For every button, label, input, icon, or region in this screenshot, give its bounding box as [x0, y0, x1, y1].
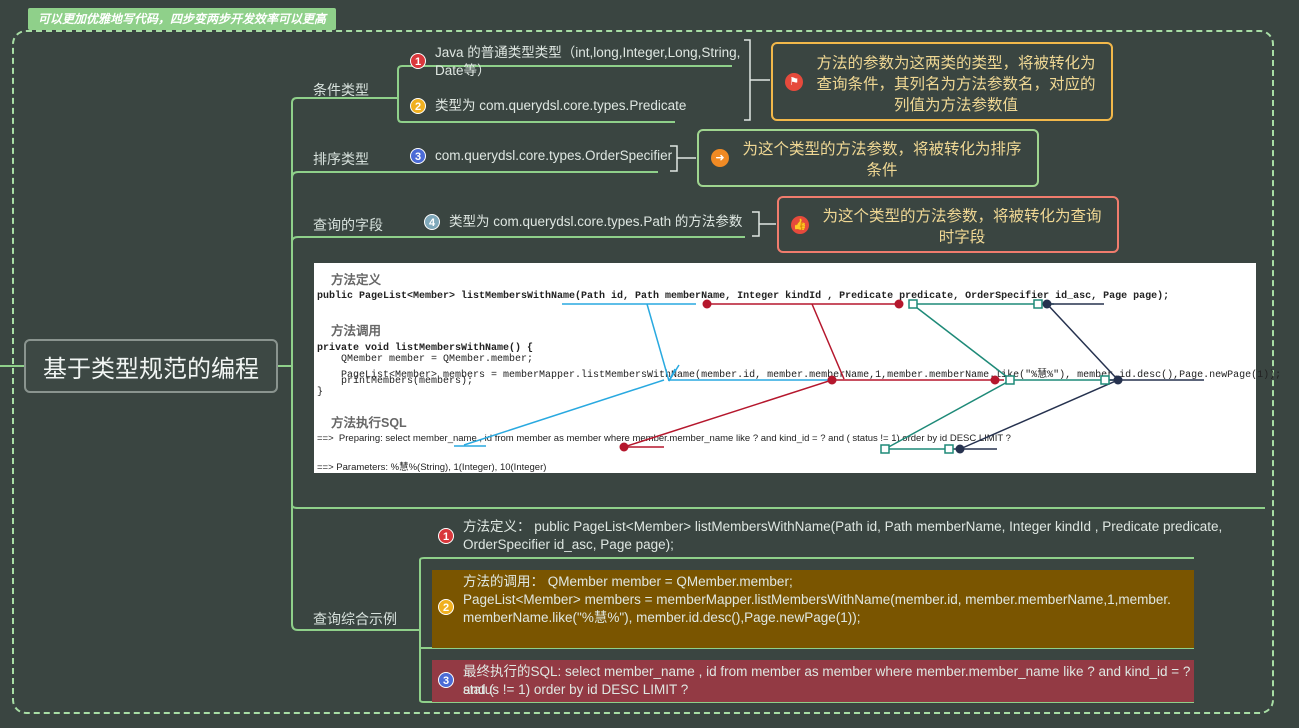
thumbs-up-icon: 👍 [791, 216, 809, 234]
category-example[interactable]: 查询综合示例 [313, 611, 397, 627]
example-call-line: PageList<Member> members = memberMapper.… [463, 592, 1171, 607]
number-badge-1: 1 [438, 528, 454, 544]
example-call-line: 方法的调用： QMember member = QMember.member; [463, 574, 793, 589]
number-badge-3: 3 [410, 148, 426, 164]
root-node[interactable]: 基于类型规范的编程 [24, 339, 278, 393]
code-illustration: 方法定义 public PageList<Member> listMembers… [314, 263, 1281, 473]
number-badge-4: 4 [424, 214, 440, 230]
heading-method-definition: 方法定义 [331, 273, 382, 287]
flag-icon: ⚑ [785, 73, 803, 91]
code-line: PageList<Member> members = memberMapper.… [317, 370, 1282, 381]
code-definition: public PageList<Member> listMembersWithN… [317, 291, 1170, 302]
example-call-box[interactable]: 2 方法的调用： QMember member = QMember.member… [432, 570, 1194, 648]
example-definition[interactable]: 方法定义： public PageList<Member> listMember… [463, 519, 1223, 534]
example-sql-line: 最终执行的SQL: select member_name , id from m… [463, 664, 1191, 697]
note-condition[interactable]: ⚑ 方法的参数为这两类的类型，将被转化为 查询条件，其列名为方法参数名，对应的 … [771, 42, 1113, 121]
item-predicate[interactable]: 类型为 com.querydsl.core.types.Predicate [435, 98, 687, 113]
category-query-field[interactable]: 查询的字段 [313, 217, 383, 233]
code-line: QMember member = QMember.member; [317, 354, 534, 365]
top-tag: 可以更加优雅地写代码，四步变两步开发效率可以更高 [28, 8, 337, 30]
example-call-line: memberName.like("%慧%"), member.id.desc()… [463, 610, 861, 625]
code-line: } [317, 387, 324, 398]
code-line: private void listMembersWithName() { [317, 343, 534, 354]
number-badge-1: 1 [410, 53, 426, 69]
number-badge-3: 3 [438, 672, 454, 688]
item-path[interactable]: 类型为 com.querydsl.core.types.Path 的方法参数 [449, 214, 743, 229]
code-line: printMembers(members); [317, 376, 474, 387]
number-badge-2: 2 [438, 599, 454, 615]
number-badge-2: 2 [410, 98, 426, 114]
arrow-right-icon: ➜ [711, 149, 729, 167]
example-sql-line: status != 1) order by id DESC LIMIT ? [463, 682, 689, 697]
note-query-field[interactable]: 👍 为这个类型的方法参数，将被转化为查询 时字段 [777, 196, 1119, 253]
item-java-types-cont: Date等） [435, 63, 491, 78]
mapping-arrows [454, 299, 1204, 454]
example-definition-cont: OrderSpecifier id_asc, Page page); [463, 537, 674, 552]
example-sql-box[interactable]: 3 最终执行的SQL: select member_name , id from… [432, 660, 1194, 702]
heading-method-call: 方法调用 [331, 324, 382, 338]
note-sort[interactable]: ➜ 为这个类型的方法参数，将被转化为排序 条件 [697, 129, 1039, 187]
sql-preparing: ==> Preparing: select member_name , id f… [317, 433, 1011, 444]
summary-frame [12, 30, 1274, 714]
item-java-types[interactable]: Java 的普通类型类型（int,long,Integer,Long,Strin… [435, 45, 741, 60]
category-sort[interactable]: 排序类型 [313, 151, 369, 167]
item-orderspecifier[interactable]: com.querydsl.core.types.OrderSpecifier [435, 148, 673, 163]
category-condition[interactable]: 条件类型 [313, 82, 369, 98]
sql-parameters: ==> Parameters: %慧%(String), 1(Integer),… [317, 462, 547, 473]
heading-executed-sql: 方法执行SQL [331, 416, 407, 430]
